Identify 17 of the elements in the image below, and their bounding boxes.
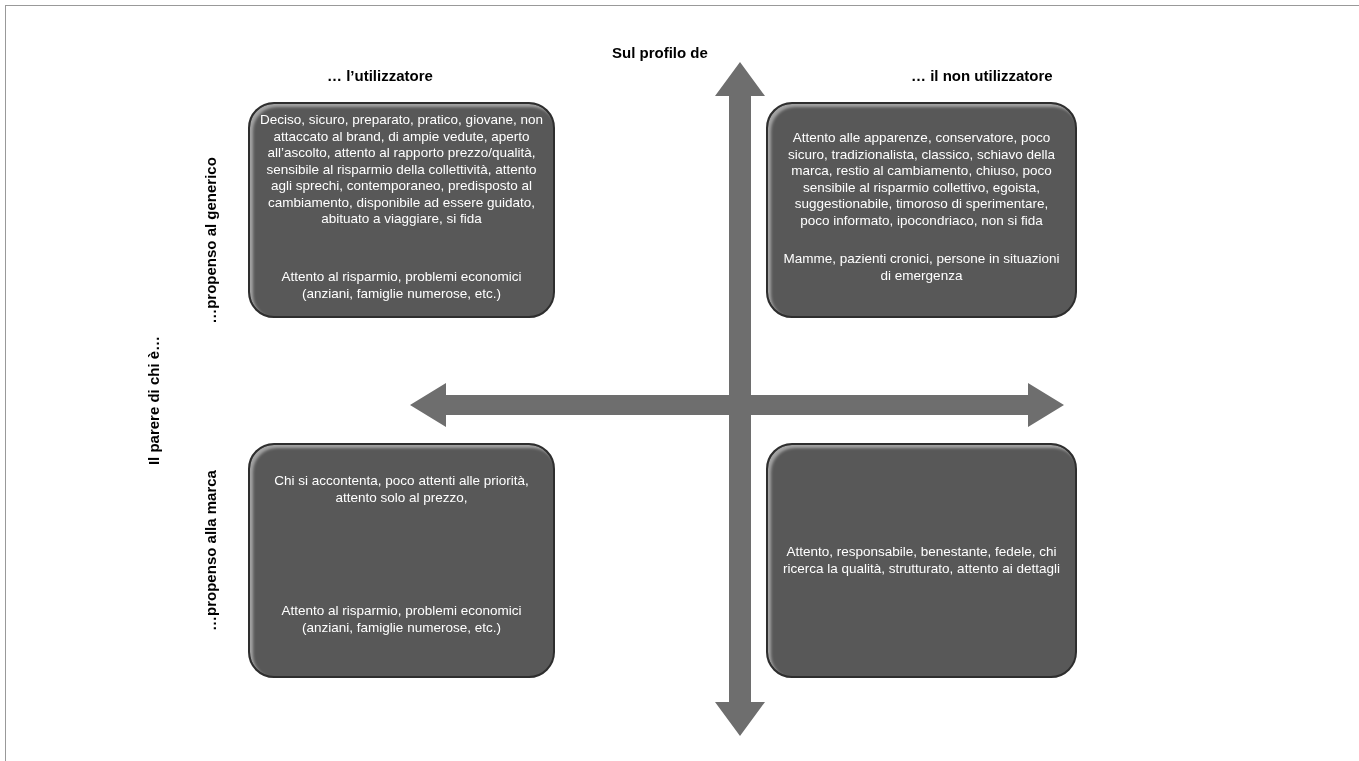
quadrant-text: Attento alle apparenze, conservatore, poco sicuro, tradizionalista, classico, schiavo della marca, restio al cambiamento, chiuso, poco sensibile al risparmio collettivo, egoista, suggestionabile, timoroso di sperimentare, poco informato, ipocondriaco, non si fida: [786, 130, 1057, 229]
axis-title: Il parere di chi è…: [144, 335, 162, 465]
quadrant-box: [248, 443, 555, 678]
row-heading: …propenso alla marca: [201, 469, 219, 631]
axis-title: Sul profilo de: [612, 43, 708, 61]
quadrant-box: [766, 443, 1077, 678]
column-heading: … il non utilizzatore: [911, 66, 1053, 84]
quadrant-text: Attento al risparmio, problemi economici (anziani, famiglie numerose, etc.): [280, 603, 523, 636]
quadrant-text: Chi si accontenta, poco attenti alle priorità, attento solo al prezzo,: [273, 473, 530, 506]
row-heading: …propenso al generico: [201, 156, 219, 324]
quadrant-text: Mamme, pazienti cronici, persone in situazioni di emergenza: [782, 251, 1061, 284]
quadrant-text: Attento al risparmio, problemi economici (anziani, famiglie numerose, etc.): [280, 269, 523, 302]
quadrant-text: Deciso, sicuro, preparato, pratico, giovane, non attaccato al brand, di ampie vedute, aperto all’ascolto, attento al rapporto prezzo/qualità, sensibile al risparmio della collettività, attento agli sprechi, contemporaneo, predisposto al cambiamento, disponibile ad essere guidato, abituato a viaggiare, si fida: [260, 112, 543, 228]
column-heading: … l’utilizzatore: [327, 66, 433, 84]
quadrant-box: [248, 102, 555, 318]
quadrant-box: [766, 102, 1077, 318]
quadrant-text: Attento, responsabile, benestante, fedele, chi ricerca la qualità, strutturato, attento ai dettagli: [782, 544, 1061, 577]
